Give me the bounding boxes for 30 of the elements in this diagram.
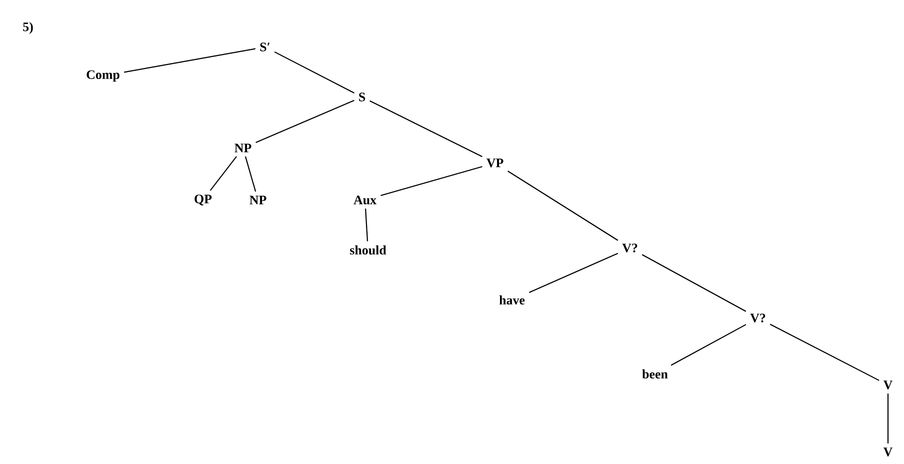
tree-branch <box>364 208 368 242</box>
tree-branch <box>256 100 354 143</box>
tree-label: S′ <box>260 42 270 52</box>
tree-label: V? <box>622 244 638 252</box>
tree-label: Comp <box>86 70 120 82</box>
tree-branch <box>887 394 889 444</box>
tree-label: V <box>883 448 893 456</box>
tree-label: been <box>642 369 668 379</box>
tree-branch <box>508 170 618 241</box>
tree-label: should <box>350 245 386 255</box>
tree-label: V <box>883 380 893 390</box>
tree-branch <box>244 156 256 192</box>
tree-branch <box>380 166 482 196</box>
tree-branch <box>670 324 746 366</box>
tree-branch <box>642 254 746 312</box>
tree-branch <box>274 51 354 94</box>
example-number: 5) <box>23 22 33 34</box>
tree-label: NP <box>250 196 266 204</box>
tree-branch <box>770 324 880 381</box>
tree-label: Aux <box>354 196 376 204</box>
tree-branch <box>528 252 618 293</box>
tree-label: have <box>499 295 525 305</box>
tree-label: V? <box>750 314 766 322</box>
tree-branch <box>210 156 237 191</box>
tree-label: NP <box>234 144 252 152</box>
tree-branch <box>370 100 482 158</box>
tree-branch <box>124 48 256 73</box>
tree-label: S <box>359 92 366 102</box>
tree-label: VP <box>486 158 504 168</box>
tree-label: QP <box>194 194 212 206</box>
